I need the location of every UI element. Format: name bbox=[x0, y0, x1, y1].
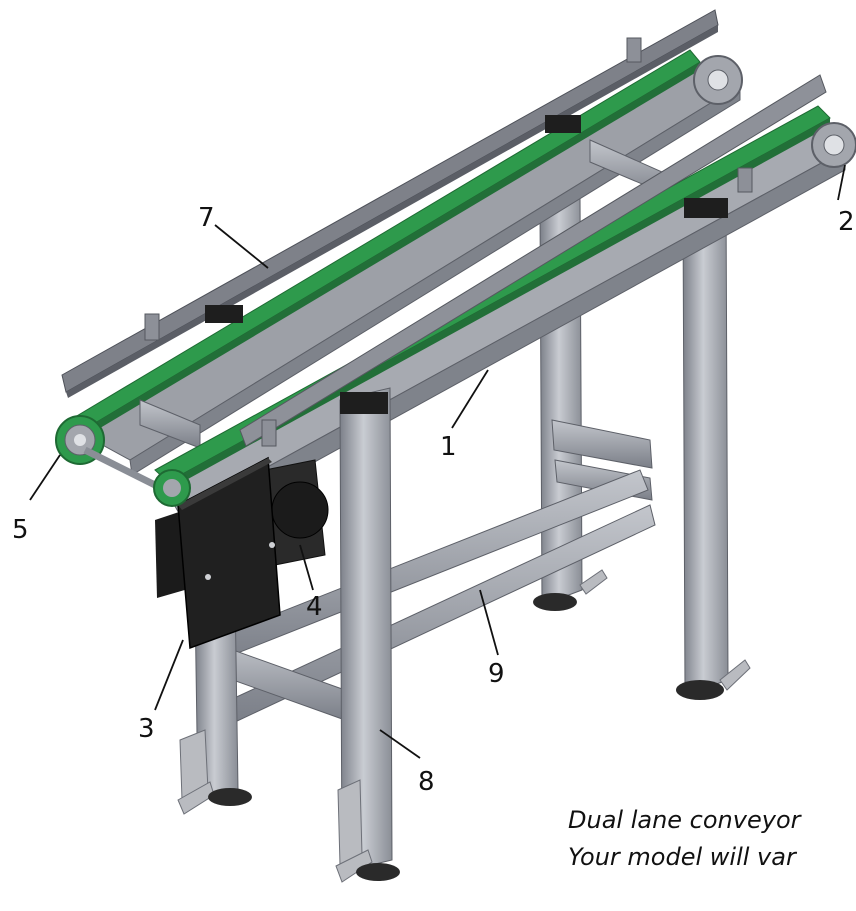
callout-9: 9 bbox=[488, 659, 505, 689]
leader-3 bbox=[154, 639, 184, 711]
leader-9 bbox=[479, 589, 499, 656]
drive-unit bbox=[153, 456, 329, 650]
back-conveyor-lane bbox=[55, 9, 743, 476]
caption: Dual lane conveyor Your model will var bbox=[568, 802, 856, 876]
callout-4: 4 bbox=[306, 592, 323, 622]
callout-3: 3 bbox=[138, 714, 155, 744]
leader-8 bbox=[379, 729, 421, 759]
caption-line-1: Dual lane conveyor bbox=[568, 806, 801, 834]
callout-labels: 7 1 2 5 4 3 9 8 bbox=[12, 203, 855, 797]
callout-7: 7 bbox=[198, 203, 215, 233]
leader-4 bbox=[299, 544, 314, 591]
callout-5: 5 bbox=[12, 515, 29, 545]
callout-2: 2 bbox=[838, 207, 855, 237]
front-frame bbox=[177, 198, 728, 883]
callout-1: 1 bbox=[440, 432, 457, 462]
leader-5 bbox=[29, 454, 61, 501]
caption-line-2: Your model will var bbox=[568, 843, 796, 871]
callout-8: 8 bbox=[418, 767, 435, 797]
leader-2 bbox=[837, 164, 846, 201]
callout-leaders bbox=[29, 164, 846, 759]
leader-1 bbox=[451, 369, 489, 429]
leader-7 bbox=[214, 224, 269, 269]
